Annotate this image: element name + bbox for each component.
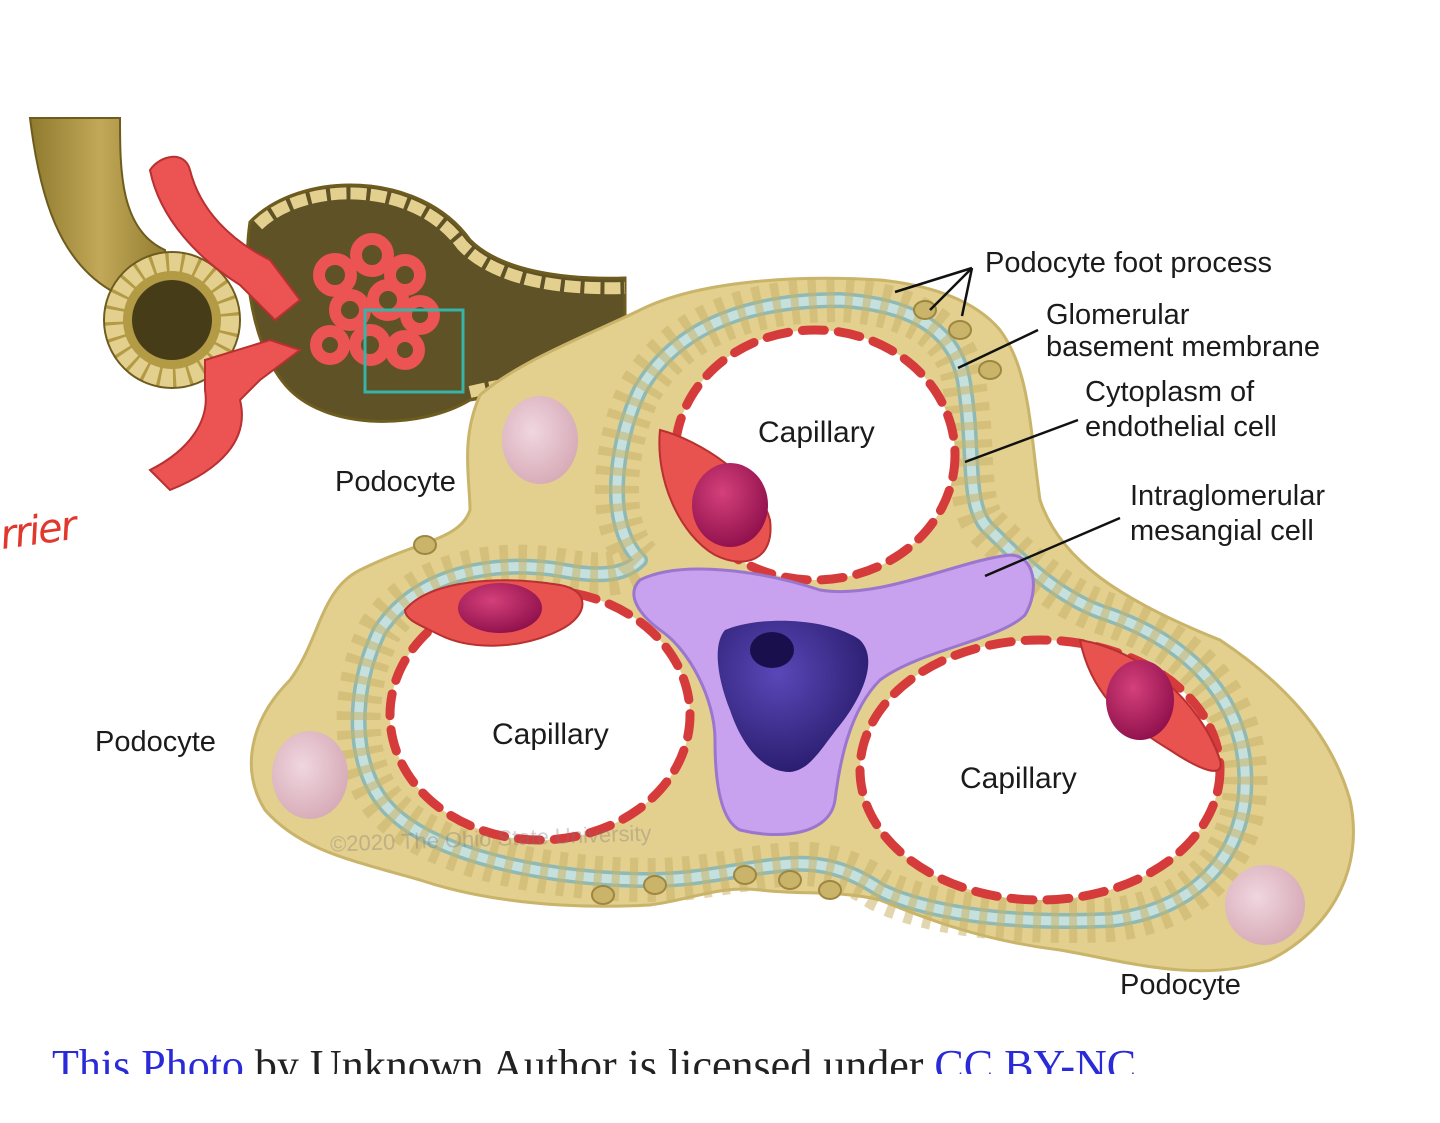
highlight-box — [363, 308, 465, 394]
mesangial-cell — [632, 553, 1035, 836]
label-podocyte-foot-process: Podocyte foot process — [985, 247, 1272, 279]
license-link[interactable]: CC BY-NC — [934, 1041, 1137, 1074]
endothelial-cell-left — [403, 579, 584, 647]
label-mesangial-line2: mesangial cell — [1130, 515, 1314, 547]
label-glomerular-bm-line2: basement membrane — [1046, 331, 1321, 363]
credit-text: by Unknown Author is licensed under — [243, 1041, 935, 1074]
label-podocyte-bottom: Podocyte — [1120, 969, 1241, 1001]
label-podocyte-top: Podocyte — [335, 466, 456, 498]
podocyte-nucleus-left — [272, 731, 348, 819]
podocyte-nucleus-top — [502, 396, 578, 484]
label-capillary-left: Capillary — [492, 718, 609, 751]
label-cytoplasm-line2: endothelial cell — [1085, 411, 1277, 443]
endothelial-cell-top — [658, 428, 772, 563]
label-podocyte-left: Podocyte — [95, 726, 216, 758]
label-capillary-top: Capillary — [758, 416, 875, 449]
photo-credit: This Photo by Unknown Author is licensed… — [52, 1038, 1136, 1074]
endothelial-cell-right — [1078, 638, 1222, 772]
label-cytoplasm-line1: Cytoplasm of — [1085, 376, 1255, 408]
capillary-cross-section — [249, 276, 1355, 973]
label-mesangial-line1: Intraglomerular — [1130, 480, 1326, 512]
label-glomerular-bm-line1: Glomerular — [1046, 299, 1190, 331]
label-leader-lines — [894, 266, 1121, 578]
photo-link[interactable]: This Photo — [52, 1041, 244, 1074]
podocyte-nucleus-bottom — [1225, 865, 1305, 945]
label-capillary-right: Capillary — [960, 762, 1077, 795]
